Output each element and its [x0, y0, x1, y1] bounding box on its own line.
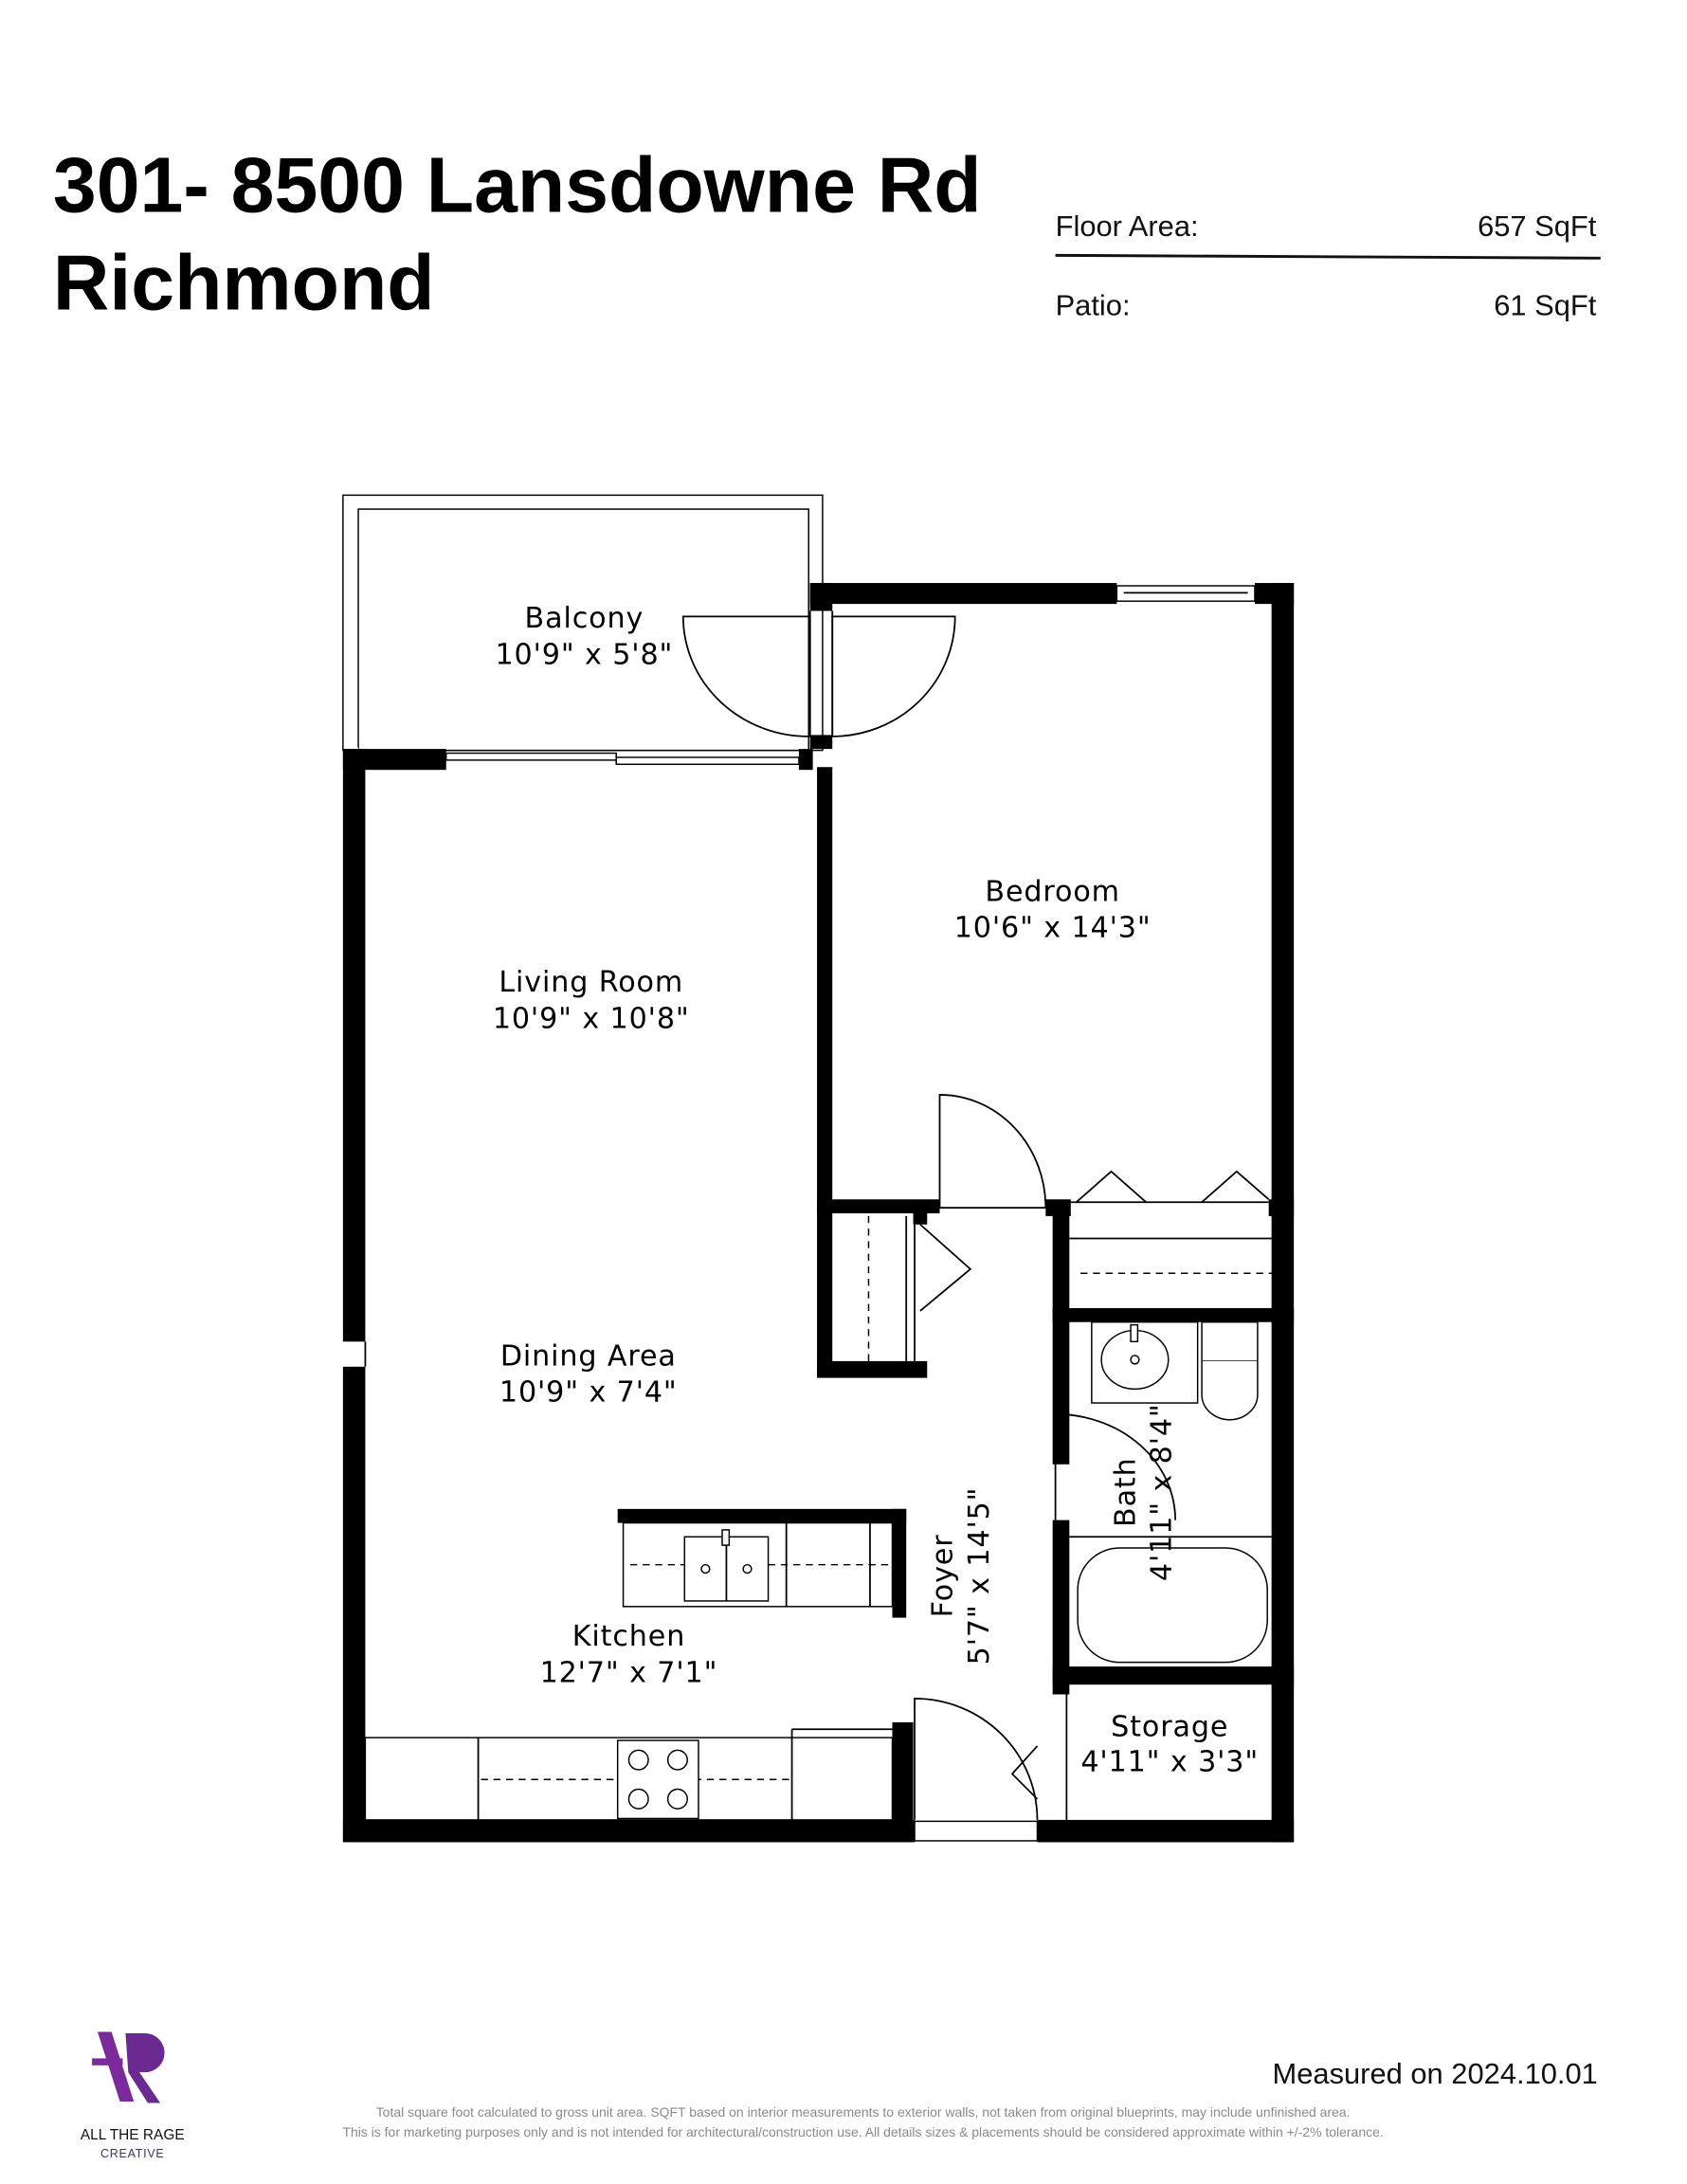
storage-label: Storage — [1111, 1711, 1228, 1744]
balcony-label: Balcony — [525, 602, 644, 635]
stats-divider — [1055, 253, 1601, 260]
wall — [342, 1819, 916, 1843]
balcony-door-swing — [681, 615, 811, 737]
bath-label: Bath — [1109, 1457, 1142, 1527]
floor-area-label: Floor Area: — [1056, 209, 1199, 243]
faucet — [1130, 1323, 1139, 1343]
wall — [342, 749, 446, 771]
bedroom-size: 10'6" x 14'3" — [954, 912, 1152, 945]
closet-door-swing — [919, 1224, 972, 1312]
wall — [817, 767, 833, 1211]
wall — [1052, 1666, 1295, 1685]
bedroom-label: Bedroom — [985, 875, 1120, 908]
city-title: Richmond — [53, 240, 435, 327]
wall — [892, 1721, 914, 1841]
drain — [742, 1563, 753, 1574]
logo-mark — [97, 2031, 135, 2102]
living-room-size: 10'9" x 10'8" — [493, 1002, 690, 1035]
wall — [1052, 1520, 1070, 1695]
bath-door-swing — [1054, 1412, 1176, 1520]
wall — [817, 1208, 833, 1377]
wall — [817, 1360, 928, 1378]
floor-area-value: 657 SqFt — [1478, 209, 1597, 243]
wall — [817, 1199, 940, 1213]
balcony-size: 10'9" x 5'8" — [495, 638, 673, 671]
measured-date: Measured on 2024.10.01 — [1273, 2057, 1598, 2090]
kitchen-size: 12'7" x 7'1" — [540, 1656, 718, 1689]
foyer-label: Foyer — [927, 1535, 960, 1618]
entry-door-swing — [914, 1698, 1039, 1820]
faucet — [721, 1529, 731, 1546]
kitchen-label: Kitchen — [572, 1620, 685, 1653]
wall — [1037, 1819, 1295, 1843]
storage-size: 4'11" x 3'3" — [1080, 1745, 1259, 1778]
toilet-bowl — [1201, 1360, 1259, 1421]
bifold-closet-doors — [1076, 1170, 1270, 1203]
company-logo: ALL THE RAGE CREATIVE — [81, 2031, 185, 2160]
patio-label: Patio: — [1056, 289, 1131, 322]
wall — [892, 1508, 907, 1618]
bath-size: 4'11" x 8'4" — [1146, 1403, 1179, 1581]
sliding-door-panel — [445, 752, 617, 761]
sliding-door-panel — [615, 756, 800, 766]
wall — [342, 1366, 366, 1841]
wall — [809, 583, 1117, 605]
wall — [809, 583, 833, 611]
foyer-size: 5'7" x 14'5" — [963, 1487, 996, 1665]
wall — [809, 735, 833, 750]
toilet-tank — [1201, 1320, 1259, 1362]
living-room-label: Living Room — [499, 966, 683, 999]
bedroom-door-swing — [938, 1094, 1047, 1209]
wall — [913, 1208, 928, 1225]
wall — [1052, 1308, 1295, 1322]
dining-area-label: Dining Area — [500, 1339, 677, 1373]
wall — [617, 1508, 907, 1523]
wall — [798, 749, 813, 771]
disclaimer-line-1: Total square foot calculated to gross un… — [376, 2104, 1351, 2120]
disclaimer-line-2: This is for marketing purposes only and … — [342, 2124, 1383, 2139]
storage-door-swing — [1010, 1745, 1039, 1800]
dining-area-size: 10'9" x 7'4" — [499, 1376, 678, 1410]
bedroom-balcony-door-swing — [831, 615, 956, 737]
address-title: 301- 8500 Lansdowne Rd — [53, 142, 982, 229]
logo-name: ALL THE RAGE — [81, 2127, 185, 2143]
wall — [1254, 583, 1295, 605]
bathtub — [1077, 1547, 1268, 1664]
logo-sub: CREATIVE — [100, 2147, 164, 2160]
wall — [342, 749, 366, 1342]
drain — [700, 1563, 711, 1574]
stove-icon — [616, 1739, 699, 1820]
floor-plan: Balcony 10'9" x 5'8" Bedroom 10'6" x 14'… — [342, 494, 1295, 1843]
wall — [1052, 1208, 1070, 1465]
drain — [1130, 1355, 1140, 1365]
entry-threshold — [914, 1820, 1039, 1842]
patio-value: 61 SqFt — [1494, 289, 1597, 322]
wall — [1268, 1199, 1295, 1216]
balcony-inner-outline — [357, 508, 809, 752]
